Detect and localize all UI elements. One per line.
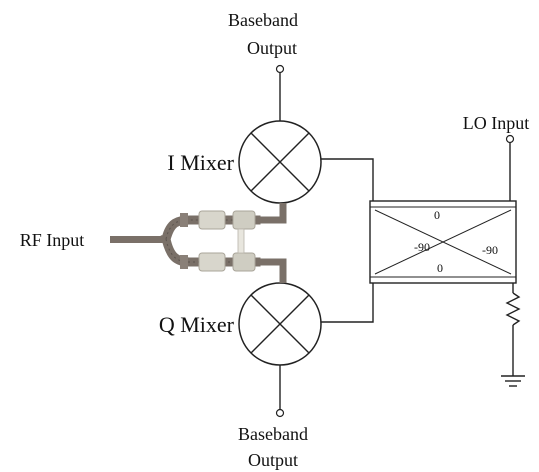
hybrid-phase-left: -90 — [414, 240, 430, 254]
baseband-output-top-terminal — [275, 64, 285, 74]
hybrid-phase-bottom: 0 — [437, 261, 443, 275]
rf-input-label: RF Input — [20, 230, 85, 250]
baseband-output-bottom-label-line2: Output — [248, 450, 298, 470]
i-mixer-lo-wire — [321, 158, 374, 201]
q-mixer-lo-wire — [321, 283, 374, 323]
q-mixer-label: Q Mixer — [159, 312, 235, 337]
rf-power-splitter — [110, 203, 287, 283]
baseband-output-bottom-label-line1: Baseband — [238, 424, 308, 444]
baseband-output-top-label-line1: Baseband — [228, 10, 298, 30]
i-mixer-label: I Mixer — [167, 150, 234, 175]
quadrature-hybrid — [369, 200, 517, 284]
ground-icon — [501, 375, 525, 387]
baseband-output-top-label-line2: Output — [247, 38, 297, 58]
hybrid-phase-right: -90 — [482, 243, 498, 257]
termination-resistor — [505, 292, 521, 326]
q-mixer-symbol — [238, 282, 322, 366]
lo-input-label: LO Input — [463, 113, 530, 133]
lo-input-terminal — [505, 134, 515, 144]
baseband-output-bottom-terminal — [275, 408, 285, 418]
i-mixer-symbol — [238, 120, 322, 204]
hybrid-phase-top: 0 — [434, 208, 440, 222]
